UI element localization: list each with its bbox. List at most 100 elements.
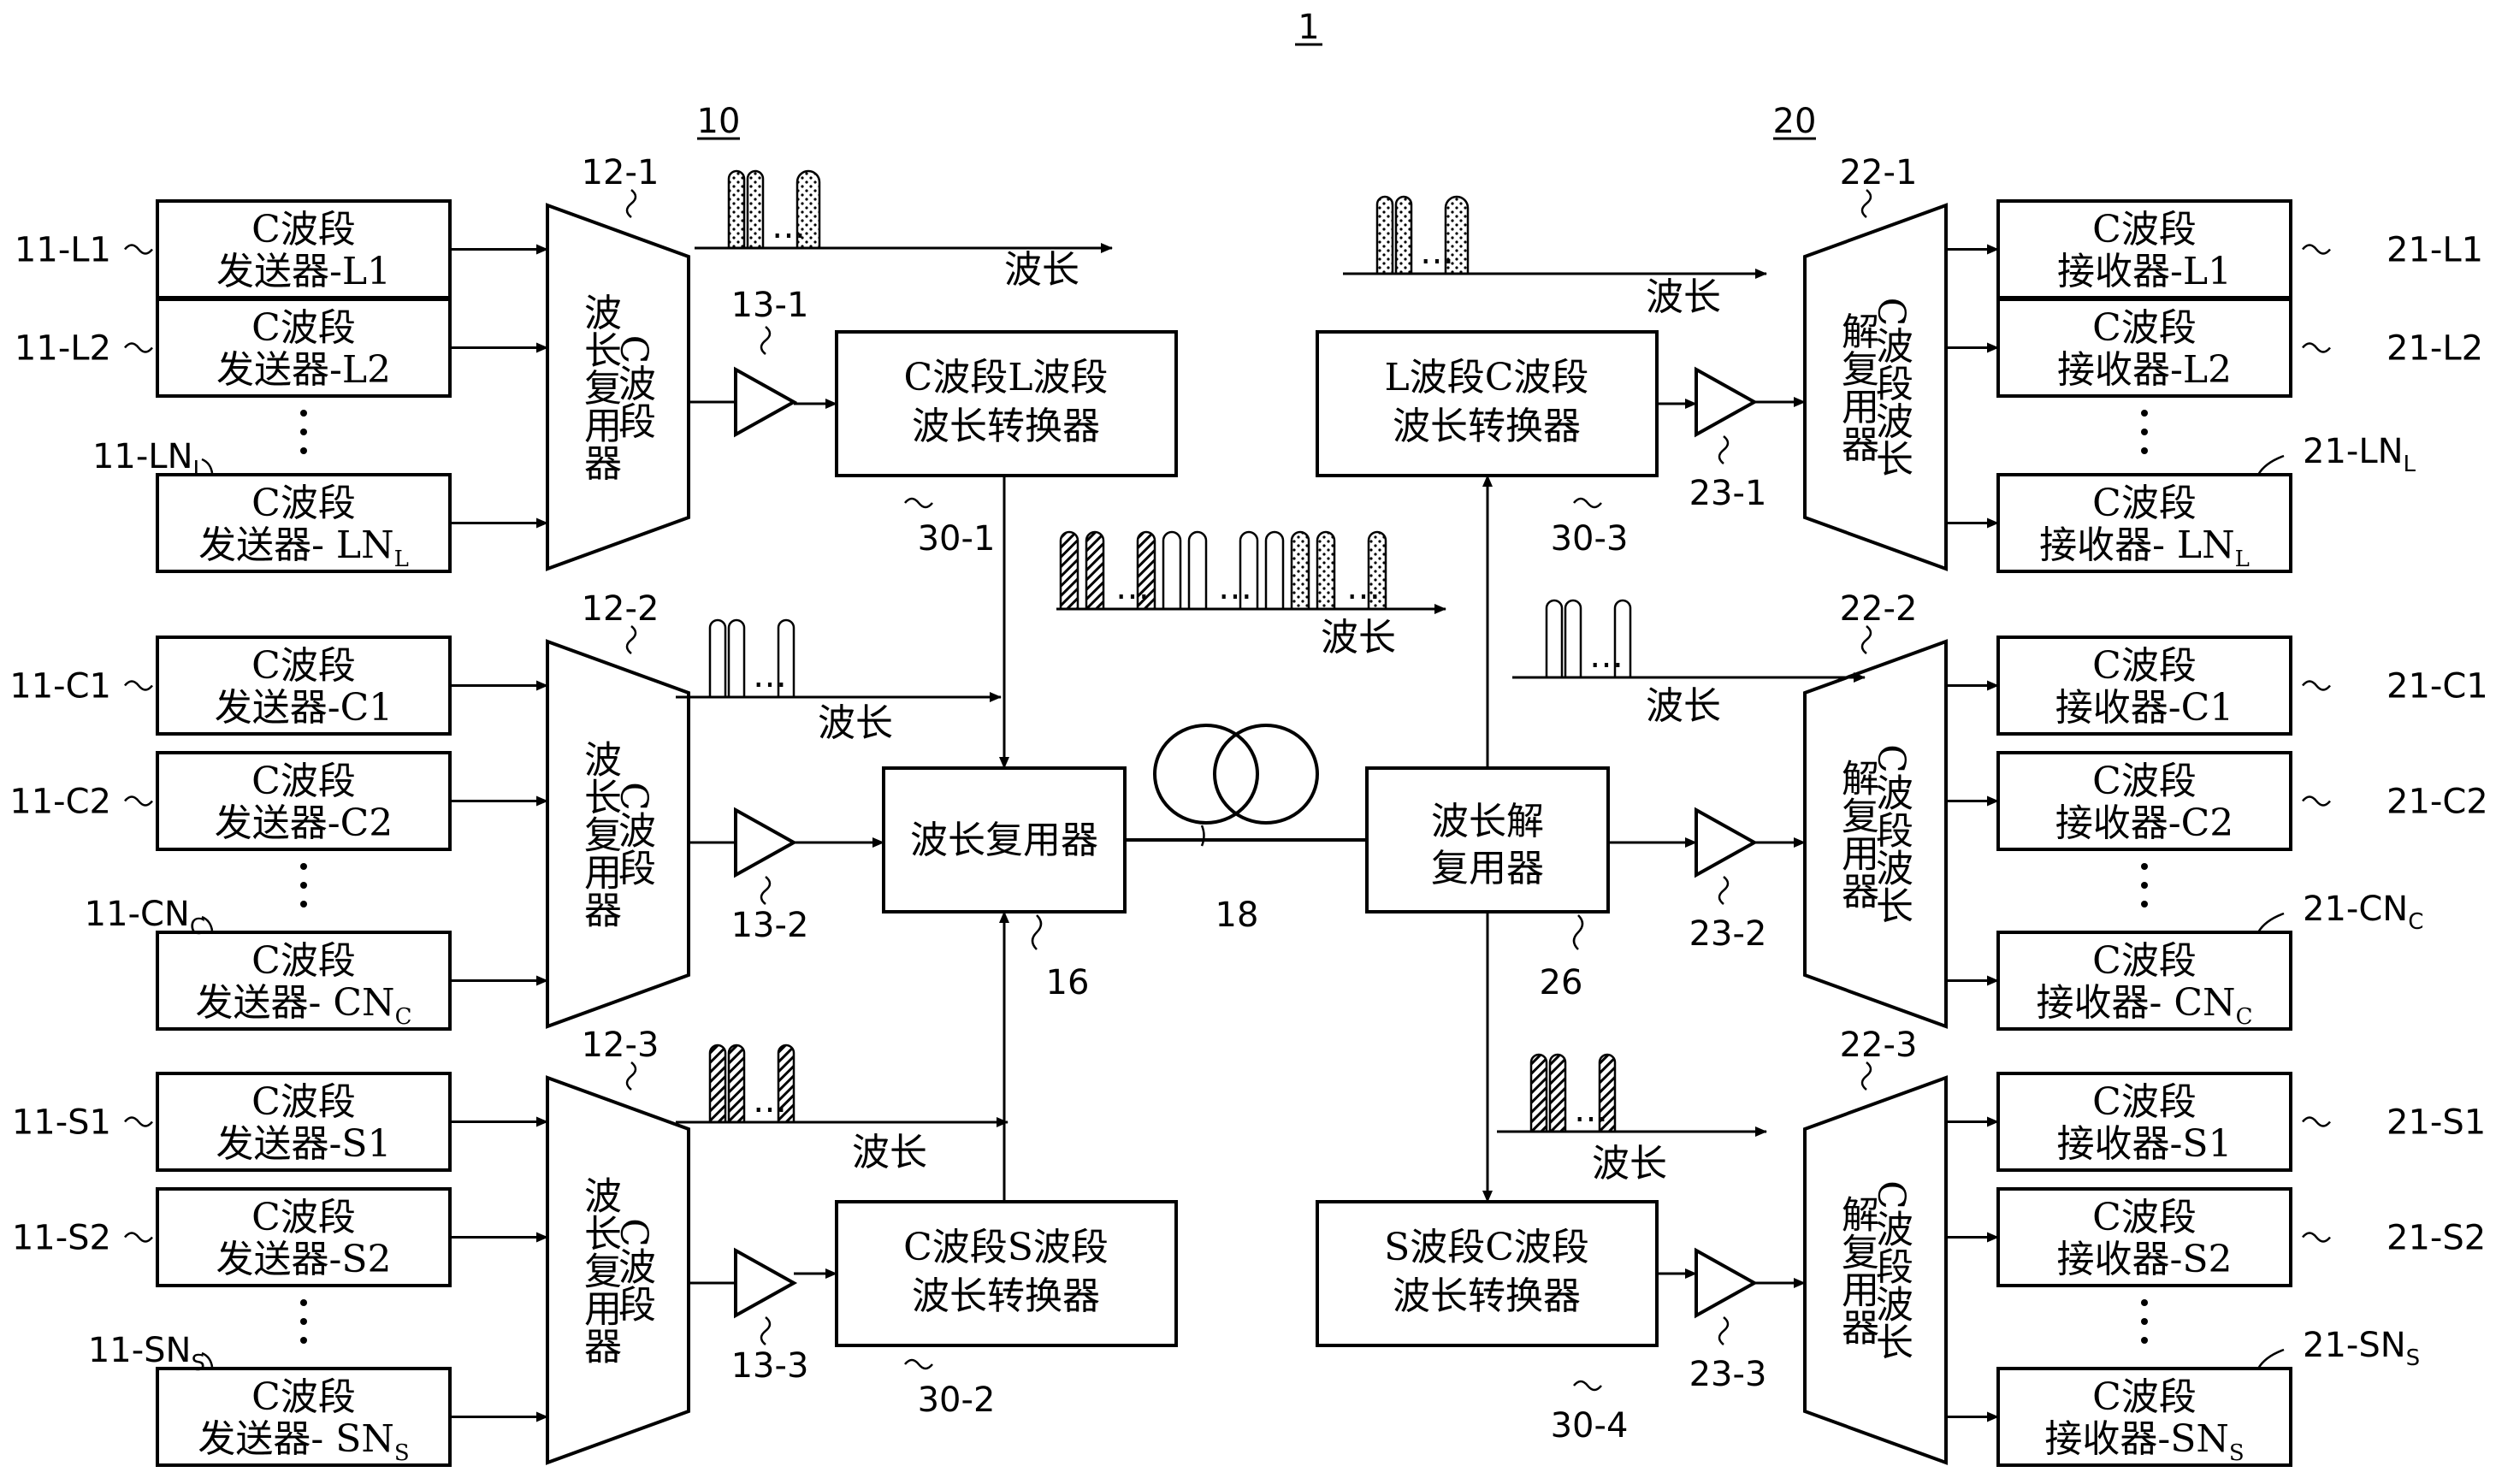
receiver-line-2: 接收器-SNS (2044, 1417, 2244, 1466)
transmitter-line-1: C波段 (251, 1196, 356, 1239)
transmitter-id: 11-L1 (15, 231, 111, 270)
receiver-line-2-subscript: L (2235, 547, 2250, 572)
transmitter-line-2-subscript: S (394, 1440, 410, 1466)
wavelength-demultiplexer-id: 26 (1540, 963, 1583, 1002)
receiver-line-1: C波段 (2092, 1375, 2197, 1419)
receiver-line-1: C波段 (2092, 306, 2197, 350)
demultiplexer-label-2: 解复用器 (1835, 312, 1878, 463)
transmitter-line-1: C波段 (251, 760, 356, 803)
tx-amplifier-1 (734, 366, 798, 438)
receiver-id: 21-LNL (2303, 432, 2416, 477)
transmitter-line-1: C波段 (251, 482, 356, 525)
multiplexer-id: 12-2 (582, 589, 659, 629)
demultiplexer-label-1: C波段波长 (1869, 744, 1913, 924)
transmitter-line-1: C波段 (251, 306, 356, 350)
tx-amplifier-id: 13-2 (731, 906, 809, 945)
receiver-id: 21-S1 (2387, 1103, 2486, 1143)
tx-wavelength-converter-3 (835, 1200, 1178, 1347)
spectrum-ellipsis: … (753, 656, 787, 695)
wavelength-demultiplexer-line-2: 复用器 (1431, 847, 1544, 890)
transmitter-id: 11-C1 (9, 667, 111, 707)
wavelength-axis-label: 波长 (1004, 248, 1079, 292)
receiver-line-1: C波段 (2092, 208, 2197, 251)
wavelength-axis-label: 波长 (1592, 1142, 1667, 1185)
wavelength-multiplexer: 波长复用器 (882, 766, 1127, 913)
tx-wavelength-converter-1 (835, 330, 1178, 477)
wavelength-multiplexer-label: 波长复用器 (910, 819, 1098, 862)
fiber-id: 18 (1215, 896, 1259, 935)
multiplexer-label-2: 波长复用器 (577, 1176, 621, 1364)
tx-amplifier-3 (734, 1247, 798, 1319)
wavelength-axis-label: 波长 (852, 1131, 927, 1174)
receiver-line-2: 接收器- LNL (2039, 523, 2250, 572)
transmitter-line-1: C波段 (251, 1080, 356, 1124)
transmitter-line-1: C波段 (251, 644, 356, 688)
converter-line-1: C波段L波段 (904, 356, 1109, 399)
demultiplexer-label-2: 解复用器 (1835, 759, 1878, 909)
transmitter-line-2: 发送器-S2 (216, 1238, 391, 1281)
receiver-id: 21-S2 (2387, 1219, 2486, 1258)
converter-line-2: 波长转换器 (1393, 405, 1581, 448)
transmitter-line-2-main: 发送器- CN (196, 981, 395, 1025)
demultiplexer-label-1: C波段波长 (1869, 1180, 1913, 1360)
wavelength-axis-label: 波长 (818, 701, 893, 745)
receiver-line-2: 接收器-S1 (2056, 1122, 2232, 1166)
receiver-id-subscript: C (2408, 909, 2423, 935)
converter-line-1: C波段S波段 (903, 1226, 1109, 1269)
figure-number: 1 (1298, 8, 1319, 47)
transmitter-line-2: 发送器-L2 (216, 348, 391, 392)
converter-id: 30-1 (918, 519, 996, 559)
receiver-line-1: C波段 (2092, 760, 2197, 803)
rx-amplifier-2 (1695, 807, 1759, 878)
transmitter-id: 11-S1 (12, 1103, 111, 1143)
receiver-line-2: 接收器-C2 (2055, 801, 2234, 845)
demultiplexer-id: 22-2 (1840, 589, 1918, 629)
demultiplexer-1 (1803, 203, 1948, 571)
wavelength-demultiplexer: 波长解 复用器 (1365, 766, 1610, 913)
receiver-line-2-main: 接收器- CN (2037, 981, 2236, 1025)
transmitter-id: 11-L2 (15, 329, 111, 369)
transmitter-id: 11-S2 (12, 1219, 111, 1258)
transmitter-line-2: 发送器- CNC (196, 981, 412, 1030)
multiplexer-id: 12-1 (582, 153, 659, 192)
tx-amplifier-id: 13-3 (731, 1346, 809, 1386)
combined-spectrum-graph: ………波长 (1056, 530, 1446, 659)
converter-line-2: 波长转换器 (912, 405, 1100, 448)
receiver-line-2-main: 接收器-SN (2044, 1417, 2229, 1461)
receiver-line-1: C波段 (2092, 939, 2197, 983)
rx-amplifier-3 (1695, 1247, 1759, 1319)
receiver-line-1: C波段 (2092, 482, 2197, 525)
transmitter-id: 11-SNS (88, 1331, 205, 1376)
receiver-line-1: C波段 (2092, 1196, 2197, 1239)
converter-line-2: 波长转换器 (1393, 1274, 1581, 1318)
multiplexer-label-2: 波长复用器 (577, 740, 621, 928)
receiver-id-main: 21-LN (2303, 432, 2404, 471)
demultiplexer-3 (1803, 1075, 1948, 1465)
multiplexer-label-1: C波段 (612, 335, 655, 440)
transmitter-id-main: 11-CN (85, 895, 190, 934)
receiver-id: 21-CNC (2303, 890, 2423, 935)
receiver-id: 21-C1 (2387, 667, 2488, 707)
transmitter-line-2-subscript: C (395, 1004, 412, 1030)
rx-wavelength-converter-1 (1316, 330, 1659, 477)
wavelength-axis-label: 波长 (1646, 275, 1721, 319)
rx-amplifier-id: 23-1 (1689, 474, 1767, 513)
transmitter-line-2: 发送器- SNS (198, 1417, 409, 1466)
receiver-id-subscript: L (2404, 452, 2416, 477)
transmitter-id-main: 11-SN (88, 1331, 192, 1370)
transmitter-line-2-main: 发送器- SN (198, 1417, 394, 1461)
demultiplexer-label-1: C波段波长 (1869, 298, 1913, 477)
demultiplexer-2 (1803, 639, 1948, 1029)
receiver-id-main: 21-CN (2303, 890, 2408, 929)
demultiplexer-label-2: 解复用器 (1835, 1195, 1878, 1345)
wavelength-axis-label: 波长 (1321, 616, 1396, 659)
receiver-id: 21-L2 (2387, 329, 2483, 369)
receiver-line-2: 接收器-S2 (2056, 1238, 2232, 1281)
transmitter-line-2: 发送器-C1 (215, 686, 393, 730)
multiplexer-1 (546, 203, 690, 571)
converter-line-1: L波段C波段 (1385, 356, 1589, 399)
transmitter-id: 11-LNL (92, 437, 206, 482)
wavelength-multiplexer-id: 16 (1046, 963, 1090, 1002)
